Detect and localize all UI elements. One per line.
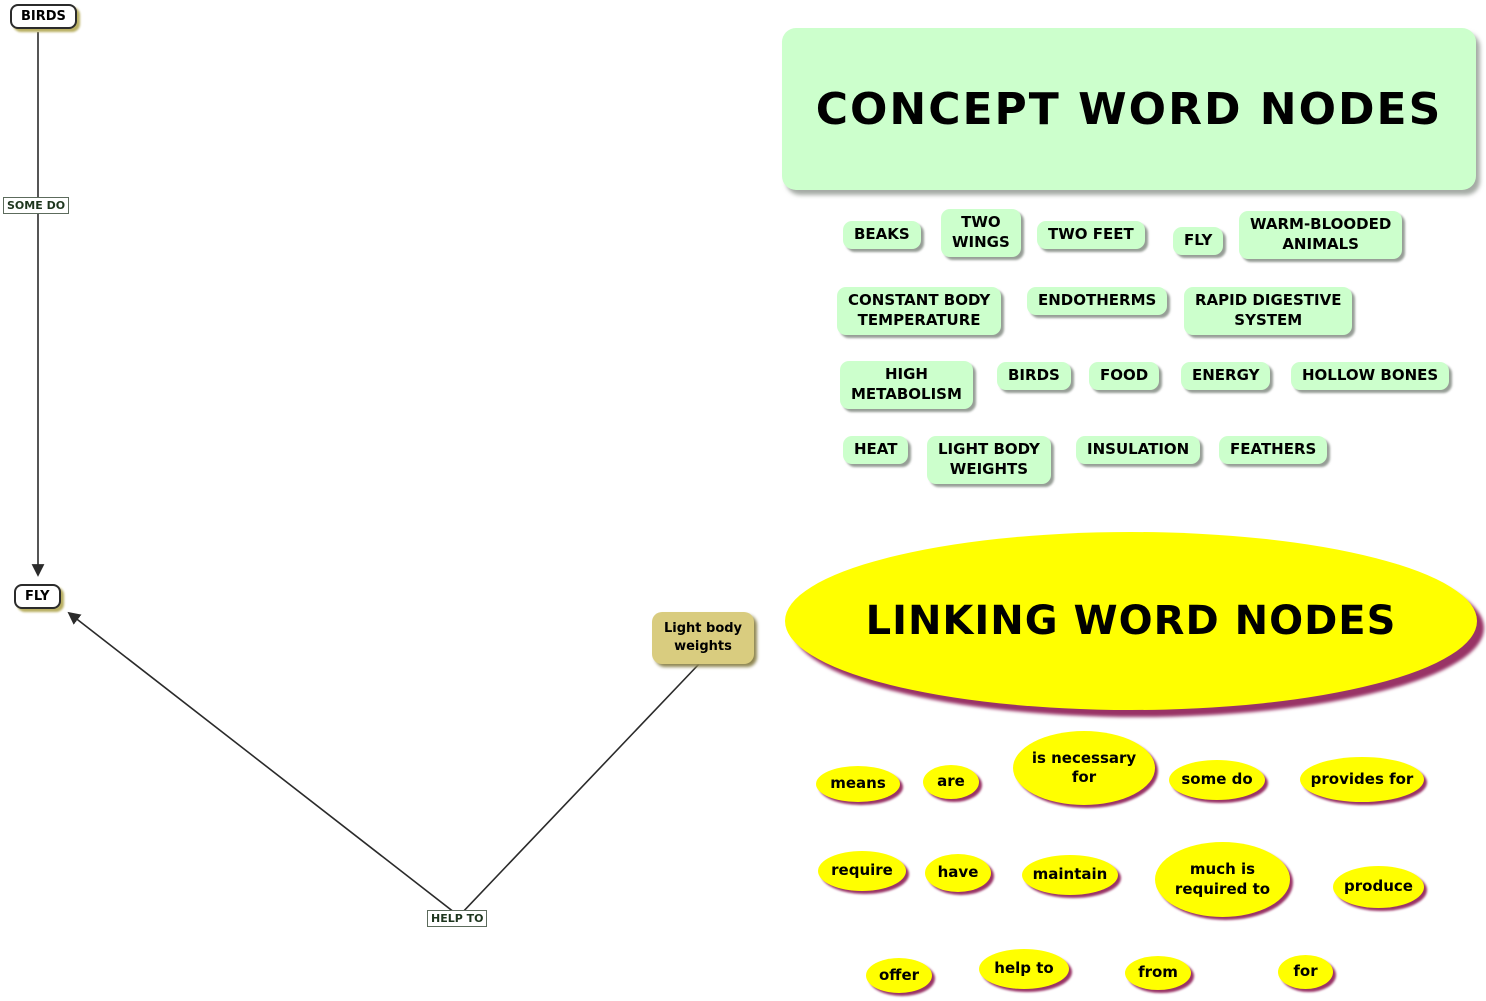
linking-node-much-is-required-to[interactable]: much is required to [1155,842,1290,917]
concept-node-high-metabolism[interactable]: HIGH METABOLISM [840,361,973,409]
concept-node-constant-body-temperature[interactable]: CONSTANT BODY TEMPERATURE [837,287,1002,335]
concept-node-beaks[interactable]: BEAKS [843,221,921,249]
concept-node-fly[interactable]: FLY [1173,227,1224,255]
connector-lightbodyweights-fly [67,611,700,918]
linking-node-maintain[interactable]: maintain [1022,855,1118,895]
concept-node-energy[interactable]: ENERGY [1181,362,1271,390]
linking-node-is-necessary-for[interactable]: is necessary for [1013,731,1155,805]
linking-node-provides-for[interactable]: provides for [1300,757,1424,802]
concept-node-two-wings[interactable]: TWO WINGS [941,209,1021,257]
concept-word-nodes-title[interactable]: CONCEPT WORD NODES [782,28,1476,190]
linking-node-produce[interactable]: produce [1333,866,1424,908]
concept-node-food[interactable]: FOOD [1089,362,1160,390]
linking-node-have[interactable]: have [925,854,991,892]
concept-node-warm-blooded-animals[interactable]: WARM-BLOODED ANIMALS [1239,211,1403,259]
linking-node-some-do[interactable]: some do [1169,760,1265,800]
concept-node-hollow-bones[interactable]: HOLLOW BONES [1291,362,1450,390]
concept-node-insulation[interactable]: INSULATION [1076,436,1201,464]
linking-node-are[interactable]: are [923,765,979,799]
concept-node-two-feet[interactable]: TWO FEET [1037,221,1145,249]
map-node-light-body-weights[interactable]: Light body weights [652,612,754,664]
link-label-some-do[interactable]: SOME DO [3,197,70,214]
concept-node-rapid-digestive-system[interactable]: RAPID DIGESTIVE SYSTEM [1184,287,1353,335]
linking-node-offer[interactable]: offer [866,958,932,993]
map-node-birds[interactable]: BIRDS [10,4,77,29]
concept-node-heat[interactable]: HEAT [843,436,909,464]
linking-node-require[interactable]: require [818,851,906,891]
linking-node-from[interactable]: from [1125,956,1191,990]
linking-word-nodes-title[interactable]: LINKING WORD NODES [785,532,1477,710]
concept-node-light-body-weights[interactable]: LIGHT BODY WEIGHTS [927,436,1051,484]
linking-node-means[interactable]: means [816,766,900,802]
map-node-fly[interactable]: FLY [14,584,61,609]
linking-node-help-to[interactable]: help to [979,949,1069,989]
linking-node-for[interactable]: for [1278,955,1333,989]
concept-node-feathers[interactable]: FEATHERS [1219,436,1328,464]
concept-node-birds[interactable]: BIRDS [997,362,1071,390]
link-label-help-to[interactable]: HELP TO [427,910,488,927]
concept-node-endotherms[interactable]: ENDOTHERMS [1027,287,1168,315]
